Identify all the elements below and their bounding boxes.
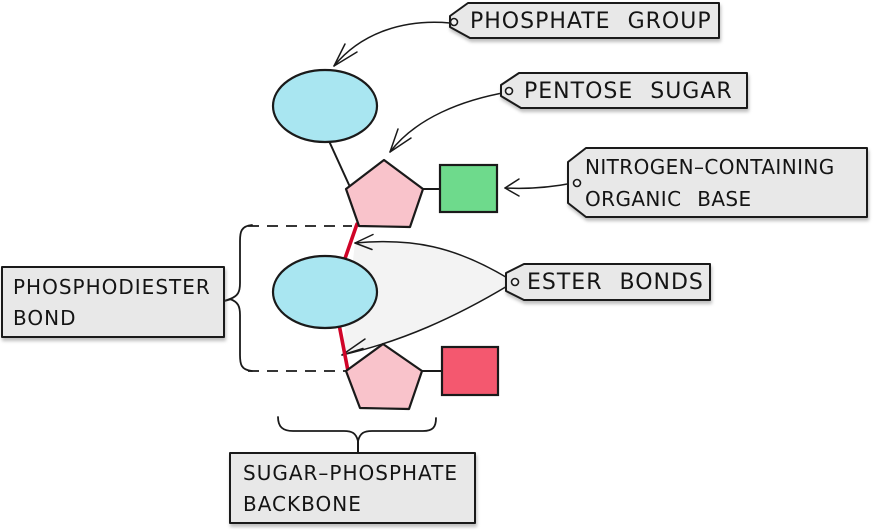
nitrogen-base-label-line1: NITROGEN–CONTAINING [585,155,835,179]
pentose-arrow-head [389,128,412,153]
ester-arrow-lower [341,281,515,356]
pentose-sugar-label: PENTOSE SUGAR [524,79,733,104]
phosphate-group-tag [449,2,720,39]
phosphate-arrow [333,21,451,67]
pentose-arrow [389,91,509,153]
phosphodiester-brace [227,224,253,372]
base-arrow-head [504,178,520,197]
ester-tag-hole-icon [510,277,520,287]
nitrogen-base-label-line2: ORGANIC BASE [585,187,752,211]
tag-holes [449,17,582,287]
organic-base-shape-red [440,345,500,397]
phosphate-tag-hole-icon [449,17,459,27]
nitrogen-base-tag [567,147,868,218]
phosphate-sugar-link [328,140,351,188]
phosphodiester-bond-label: PHOSPHODIESTER BOND [13,272,211,334]
phosphodiester-bond-box [1,266,225,338]
pentose-tag-hole-icon [504,86,514,96]
ester-bonds-wedge [342,241,514,355]
sugar-phosphate-backbone-label-line2: BACKBONE [243,492,362,516]
pentose-sugar-shape-1 [344,158,425,229]
nitrogen-base-label: NITROGEN–CONTAINING ORGANIC BASE [585,151,835,215]
sugar-phosphate-backbone-label: SUGAR–PHOSPHATE BACKBONE [243,458,458,520]
phosphate-group-label: PHOSPHATE GROUP [470,9,712,34]
backbone-brace [277,416,437,442]
base-arrow [504,182,574,190]
ester-bonds-tag [505,263,711,301]
ester-bonds-label: ESTER BONDS [527,270,704,295]
sugar-phosphate-backbone-label-line1: SUGAR–PHOSPHATE [243,461,459,485]
phosphodiester-bond-label-line1: PHOSPHODIESTER [13,275,211,299]
phosphate-group-shape-2 [271,254,379,330]
nitrogen-tag-hole-icon [572,178,582,188]
ester-arrow-upper [354,240,515,283]
ester-arrow-upper-head [354,233,374,251]
pentose-sugar-shape-2 [344,342,424,411]
phosphate-group-shape-1 [271,68,379,144]
sugar-phosphate-backbone-box [229,452,476,524]
phosphate-arrow-head [333,43,358,67]
phosphodiester-bond-label-line2: BOND [13,306,77,330]
pentose-sugar-tag [500,72,748,109]
organic-base-shape-green [438,163,499,214]
